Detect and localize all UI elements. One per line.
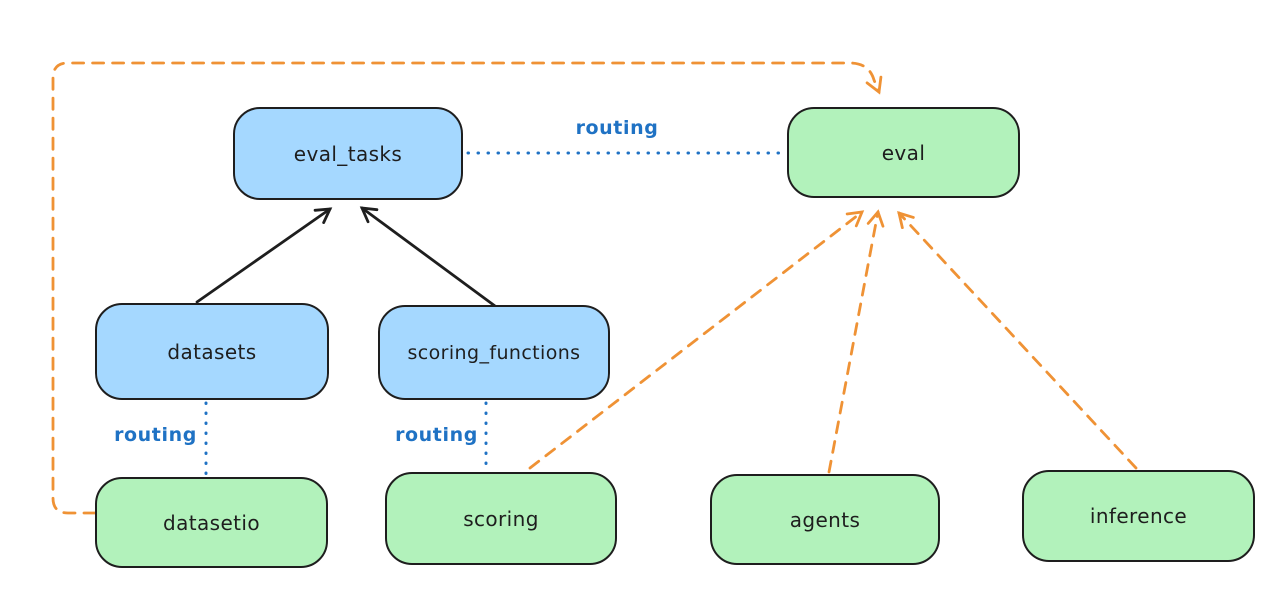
edge-label-routing-top: routing	[575, 117, 659, 139]
node-scoring-functions: scoring_functions	[378, 305, 610, 400]
edge-scoring-to-eval	[528, 210, 865, 470]
node-agents: agents	[710, 474, 940, 565]
edge-datasets-to-eval-tasks	[195, 207, 333, 304]
edge-label-routing-scoring: routing	[395, 424, 478, 446]
edge-inference-to-eval	[897, 210, 1138, 470]
node-scoring: scoring	[385, 472, 617, 565]
edge-agents-to-eval	[827, 209, 885, 474]
node-inference: inference	[1022, 470, 1255, 562]
edge-scoring-functions-to-eval-tasks	[359, 206, 497, 308]
node-label-scoring-functions: scoring_functions	[407, 341, 581, 364]
node-label-eval-tasks: eval_tasks	[293, 141, 403, 166]
node-label-datasets: datasets	[167, 339, 257, 364]
node-label-eval: eval	[881, 140, 926, 165]
edge-label-routing-datasets: routing	[114, 424, 197, 446]
node-label-agents: agents	[789, 507, 861, 532]
node-label-scoring: scoring	[463, 506, 539, 531]
node-datasets: datasets	[95, 303, 329, 400]
node-eval: eval	[787, 107, 1020, 198]
edge-datasetio-to-eval	[51, 61, 883, 515]
node-datasetio: datasetio	[95, 477, 328, 568]
node-eval-tasks: eval_tasks	[233, 107, 463, 200]
node-label-datasetio: datasetio	[162, 510, 260, 535]
node-label-inference: inference	[1089, 504, 1188, 528]
